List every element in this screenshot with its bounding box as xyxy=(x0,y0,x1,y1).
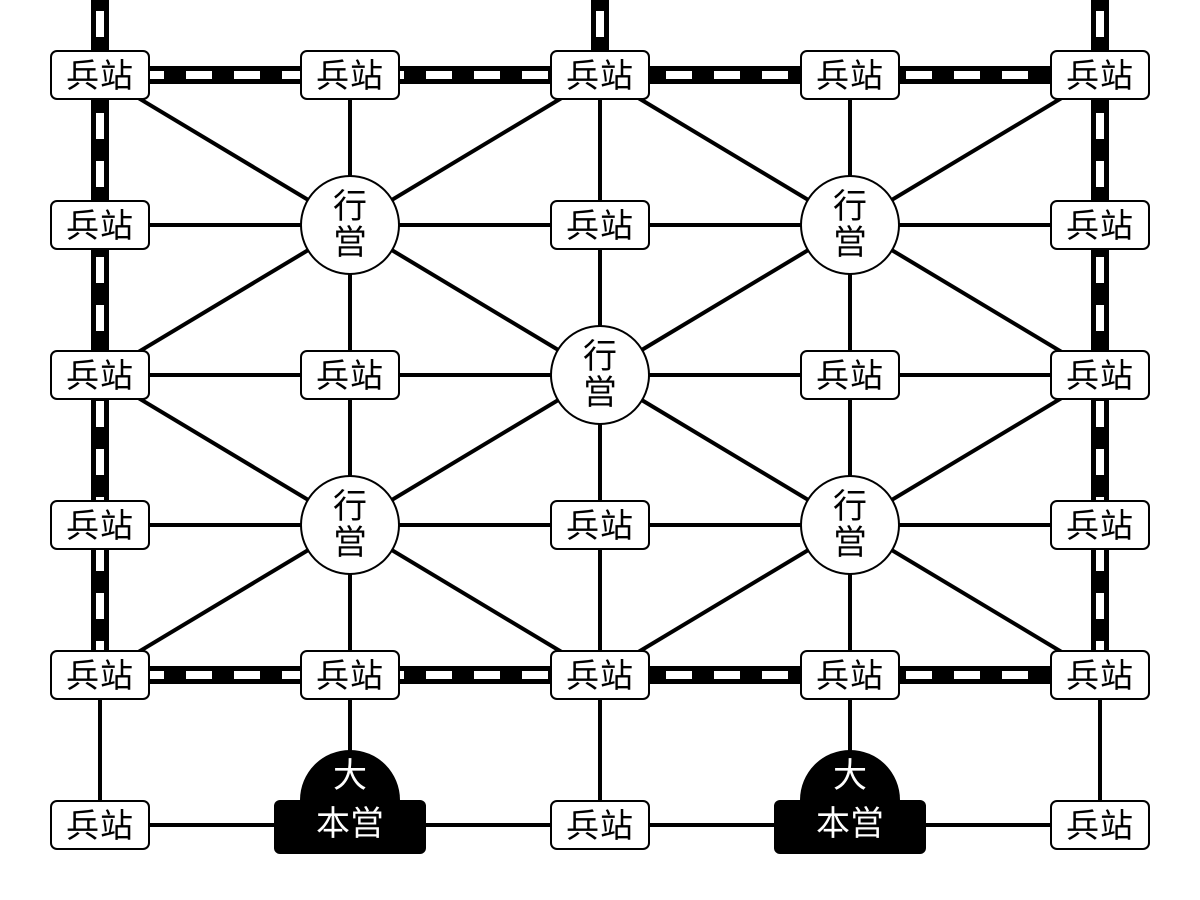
station-node[interactable]: 兵站 xyxy=(550,800,650,850)
station-node[interactable]: 兵站 xyxy=(550,50,650,100)
station-node[interactable]: 兵站 xyxy=(550,200,650,250)
station-label: 兵站 xyxy=(66,55,134,95)
camp-label-line-2: 営 xyxy=(833,523,867,563)
headquarters-label-line-2: 本営 xyxy=(316,804,384,844)
camp-label-line-1: 行 xyxy=(833,187,867,227)
station-label: 兵站 xyxy=(66,805,134,845)
station-node[interactable]: 兵站 xyxy=(1050,650,1150,700)
station-node[interactable]: 兵站 xyxy=(800,50,900,100)
station-node[interactable]: 兵站 xyxy=(50,650,150,700)
station-label: 兵站 xyxy=(816,55,884,95)
headquarters-base xyxy=(274,800,426,854)
camp-label-line-2: 営 xyxy=(333,223,367,263)
station-node[interactable]: 兵站 xyxy=(300,650,400,700)
station-node[interactable]: 兵站 xyxy=(550,500,650,550)
station-node[interactable]: 兵站 xyxy=(1050,350,1150,400)
station-node[interactable]: 兵站 xyxy=(300,350,400,400)
camp-label-line-1: 行 xyxy=(333,487,367,527)
station-node[interactable]: 兵站 xyxy=(50,50,150,100)
headquarters-node[interactable]: 大本営 xyxy=(274,750,426,854)
station-label: 兵站 xyxy=(66,655,134,695)
station-label: 兵站 xyxy=(816,355,884,395)
station-label: 兵站 xyxy=(66,205,134,245)
station-label: 兵站 xyxy=(566,805,634,845)
station-label: 兵站 xyxy=(1066,805,1134,845)
station-label: 兵站 xyxy=(1066,655,1134,695)
station-node[interactable]: 兵站 xyxy=(1050,50,1150,100)
station-node[interactable]: 兵站 xyxy=(800,350,900,400)
station-label: 兵站 xyxy=(1066,205,1134,245)
station-label: 兵站 xyxy=(566,505,634,545)
camp-label-line-2: 営 xyxy=(833,223,867,263)
station-node[interactable]: 兵站 xyxy=(50,500,150,550)
camp-label-line-1: 行 xyxy=(333,187,367,227)
camp-label-line-1: 行 xyxy=(583,337,617,377)
station-label: 兵站 xyxy=(66,505,134,545)
camp-node[interactable]: 行営 xyxy=(300,175,400,275)
station-label: 兵站 xyxy=(316,55,384,95)
station-label: 兵站 xyxy=(1066,55,1134,95)
station-node[interactable]: 兵站 xyxy=(300,50,400,100)
camp-label-line-1: 行 xyxy=(833,487,867,527)
station-label: 兵站 xyxy=(816,655,884,695)
station-label: 兵站 xyxy=(1066,355,1134,395)
camp-label-line-2: 営 xyxy=(333,523,367,563)
station-label: 兵站 xyxy=(316,355,384,395)
station-label: 兵站 xyxy=(316,655,384,695)
station-node[interactable]: 兵站 xyxy=(1050,500,1150,550)
camp-node[interactable]: 行営 xyxy=(800,475,900,575)
station-label: 兵站 xyxy=(66,355,134,395)
station-node[interactable]: 兵站 xyxy=(50,350,150,400)
camp-node[interactable]: 行営 xyxy=(800,175,900,275)
headquarters-node[interactable]: 大本営 xyxy=(774,750,926,854)
station-node[interactable]: 兵站 xyxy=(1050,800,1150,850)
headquarters-label-line-1: 大 xyxy=(333,756,367,796)
headquarters-label-line-1: 大 xyxy=(833,756,867,796)
station-node[interactable]: 兵站 xyxy=(50,800,150,850)
station-label: 兵站 xyxy=(566,55,634,95)
station-label: 兵站 xyxy=(566,205,634,245)
station-node[interactable]: 兵站 xyxy=(800,650,900,700)
headquarters-base xyxy=(774,800,926,854)
station-node[interactable]: 兵站 xyxy=(550,650,650,700)
station-label: 兵站 xyxy=(566,655,634,695)
station-node[interactable]: 兵站 xyxy=(50,200,150,250)
camp-node[interactable]: 行営 xyxy=(300,475,400,575)
station-label: 兵站 xyxy=(1066,505,1134,545)
station-node[interactable]: 兵站 xyxy=(1050,200,1150,250)
camp-label-line-2: 営 xyxy=(583,373,617,413)
headquarters-label-line-2: 本営 xyxy=(816,804,884,844)
camp-node[interactable]: 行営 xyxy=(550,325,650,425)
